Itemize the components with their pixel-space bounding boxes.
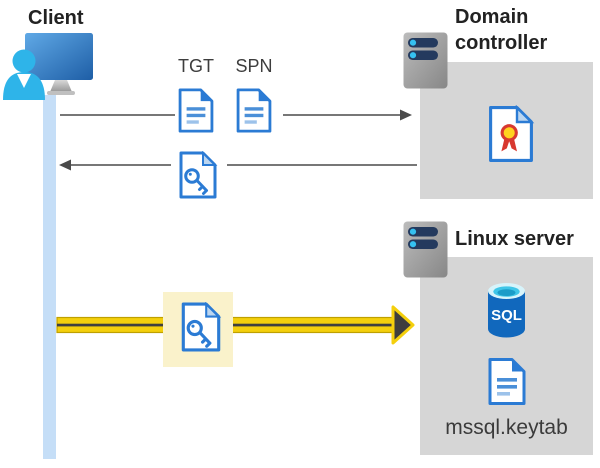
- dc-to-client-arrow: [59, 159, 417, 171]
- spn-document-icon: [236, 88, 272, 133]
- client-to-linux-arrow: [56, 305, 415, 345]
- client-computer-person-icon: [3, 33, 93, 100]
- keytab-ticket-key-icon: [181, 302, 221, 352]
- linux-server-label: Linux server: [455, 228, 574, 250]
- domain-controller-label: Domain controller: [455, 6, 548, 54]
- tgt-document-icon: [178, 88, 214, 133]
- sql-database-icon: SQL: [488, 283, 525, 338]
- client-label: Client: [28, 7, 84, 29]
- service-ticket-key-icon: [179, 151, 217, 199]
- mssql-keytab-label: mssql.keytab: [445, 416, 568, 439]
- sql-database-text: SQL: [491, 307, 522, 324]
- spn-label: SPN: [235, 56, 273, 76]
- client-to-dc-arrow: [60, 109, 412, 121]
- tgt-label: TGT: [178, 56, 214, 76]
- domain-controller-server-icon: [403, 32, 448, 89]
- certificate-icon: [489, 106, 533, 162]
- client-lifeline-bar: [43, 95, 56, 459]
- keytab-file-icon: [488, 357, 526, 406]
- linux-server-server-icon: [403, 221, 448, 278]
